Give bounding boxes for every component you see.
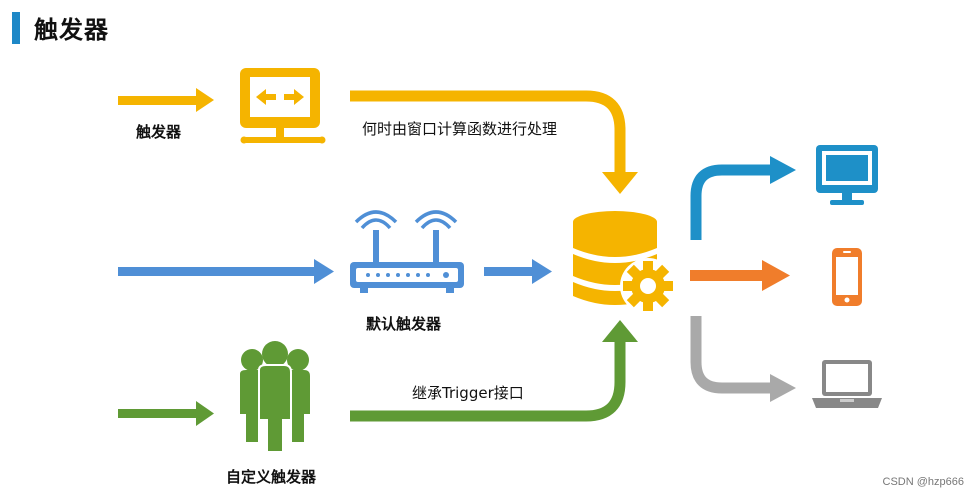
router-to-db-arrow bbox=[484, 259, 552, 284]
monitor-icon bbox=[816, 145, 878, 205]
default-trigger-label: 默认触发器 bbox=[366, 315, 442, 333]
custom-input-arrow bbox=[118, 401, 214, 426]
phone-icon bbox=[832, 248, 862, 306]
custom-trigger-label: 自定义触发器 bbox=[226, 468, 317, 486]
title-accent-bar bbox=[12, 12, 20, 44]
page-title: 触发器 bbox=[34, 16, 109, 44]
people-group-icon bbox=[240, 341, 310, 453]
inherit-trigger-connector bbox=[350, 320, 638, 422]
trigger-input-arrow bbox=[118, 88, 214, 112]
router-icon bbox=[350, 210, 464, 293]
watermark: CSDN @hzp666 bbox=[882, 476, 964, 488]
window-processing-label: 何时由窗口计算函数进行处理 bbox=[362, 120, 558, 138]
trigger-label: 触发器 bbox=[136, 123, 182, 141]
gray-output-arrow bbox=[690, 316, 796, 402]
computer-arrows-icon bbox=[240, 68, 326, 144]
database-gear-icon bbox=[573, 211, 676, 314]
teal-output-arrow bbox=[690, 156, 796, 240]
inherit-trigger-label: 继承Trigger接口 bbox=[412, 384, 524, 402]
default-input-arrow bbox=[118, 259, 334, 284]
orange-output-arrow bbox=[690, 260, 790, 291]
laptop-icon bbox=[812, 360, 882, 408]
window-processing-connector bbox=[350, 90, 638, 194]
